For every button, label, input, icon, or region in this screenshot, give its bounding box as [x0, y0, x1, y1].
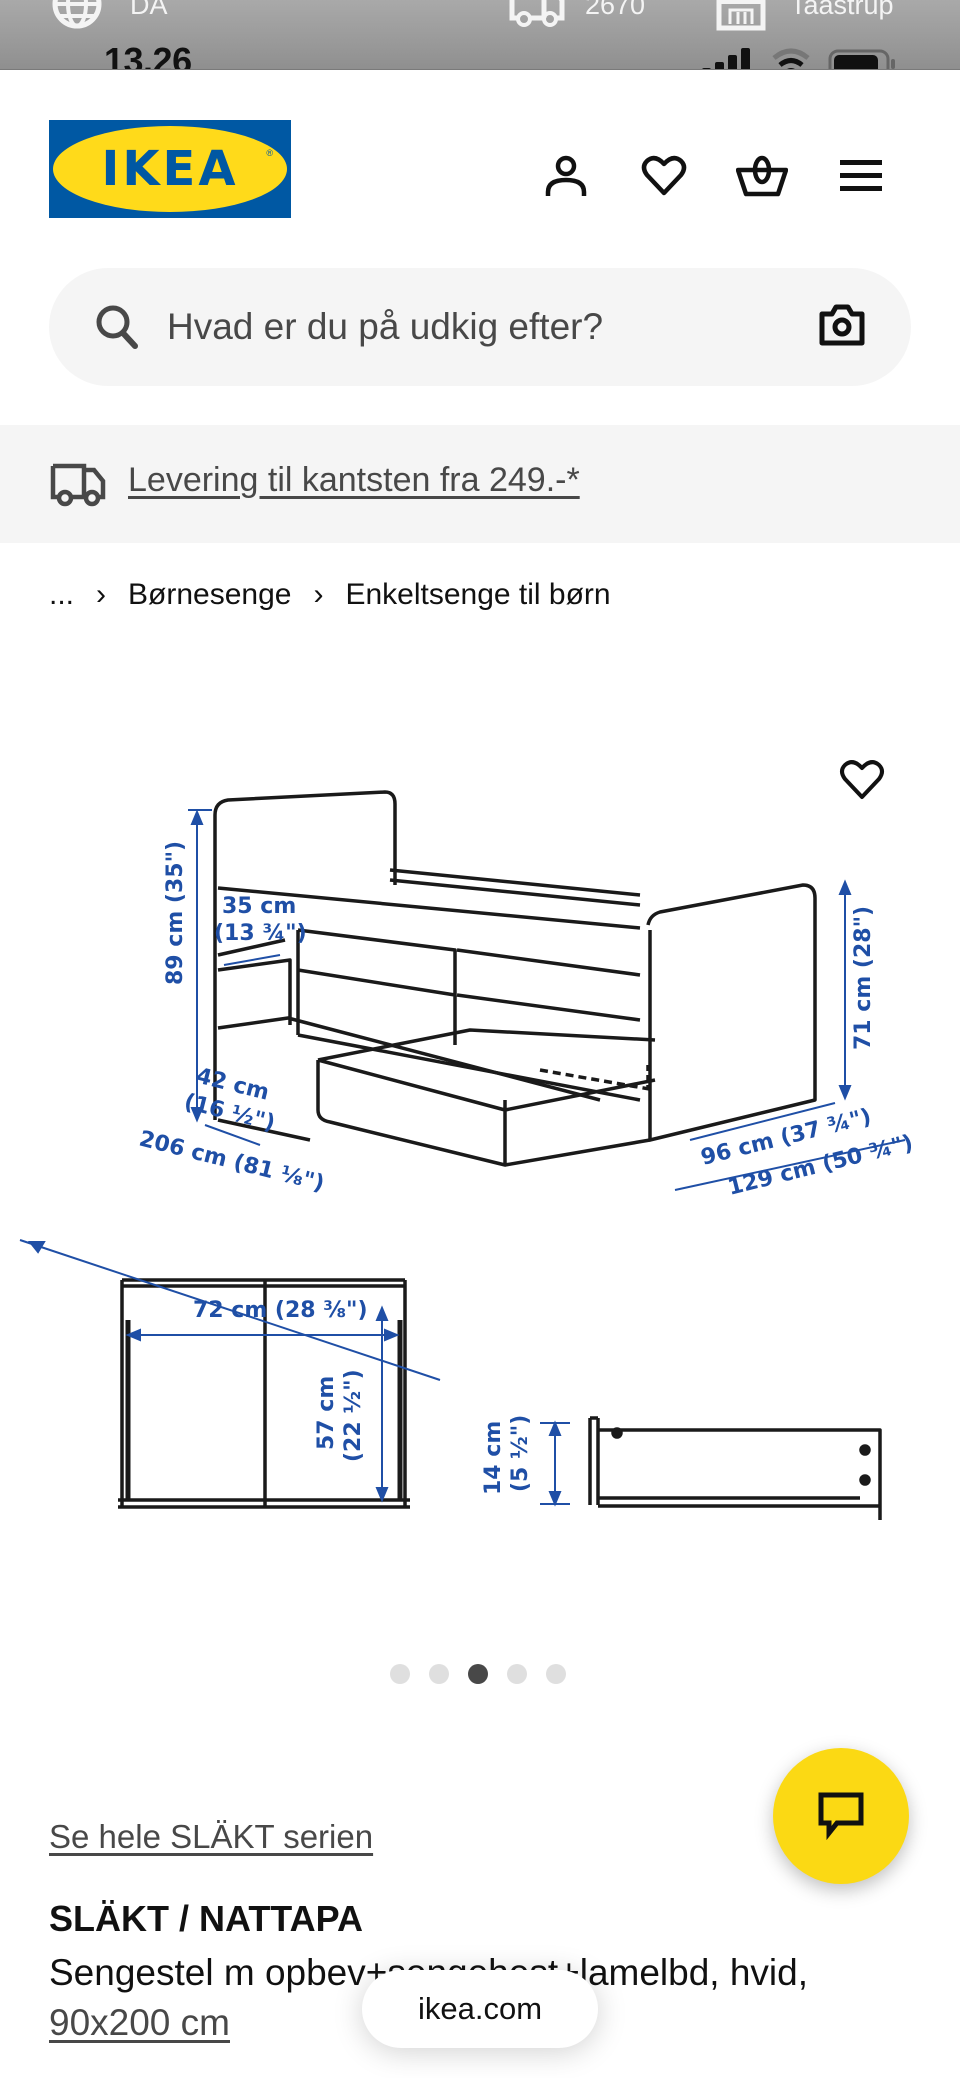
- logo-oval: [53, 126, 287, 212]
- dim-71cm: 71 cm (28"): [851, 906, 876, 1050]
- dim-14cm-in: (5 ½"): [508, 1415, 533, 1492]
- delivery-banner: Levering til kantsten fra 249.-*: [0, 425, 960, 543]
- dimension-drawing: 89 cm (35") 71 cm (28") 35 cm (13 ¾") 42…: [19, 790, 916, 1520]
- globe-icon[interactable]: [52, 0, 102, 37]
- chevron-right-icon: ›: [96, 578, 107, 611]
- store-icon[interactable]: [716, 0, 766, 37]
- camera-search-icon[interactable]: [819, 304, 865, 351]
- basket-icon[interactable]: [734, 148, 790, 204]
- wifi-icon: [772, 48, 810, 69]
- search-icon[interactable]: [95, 304, 139, 355]
- breadcrumb-item-ellipsis[interactable]: ...: [49, 578, 75, 611]
- store-name[interactable]: Taastrup: [790, 0, 894, 20]
- carousel-indicators: [390, 1664, 566, 1684]
- dim-57cm-in: (22 ½"): [341, 1369, 366, 1462]
- breadcrumb-item-enkeltsenge[interactable]: Enkeltsenge til børn: [345, 578, 611, 611]
- series-link[interactable]: Se hele SLÄKT serien: [49, 1818, 374, 1855]
- browser-url-bar[interactable]: ikea.com: [362, 1970, 598, 2048]
- chat-button[interactable]: [773, 1748, 909, 1884]
- carousel-dot[interactable]: [429, 1664, 449, 1684]
- dim-72cm: 72 cm (28 ⅜"): [193, 1298, 368, 1323]
- favourites-icon[interactable]: [636, 148, 692, 204]
- site-header: IKEA ®: [0, 70, 960, 240]
- product-name: SLÄKT / NATTAPA: [49, 1898, 363, 1939]
- favourite-product-icon[interactable]: [834, 752, 890, 808]
- dim-89cm: 89 cm (35"): [163, 841, 188, 985]
- search-input[interactable]: [167, 292, 807, 362]
- account-icon[interactable]: [538, 148, 594, 204]
- dim-35cm: 35 cm: [222, 894, 296, 919]
- breadcrumb: ... › Børnesenge › Enkeltsenge til børn: [49, 572, 611, 618]
- logo-text: IKEA: [101, 141, 239, 197]
- carousel-dot[interactable]: [390, 1664, 410, 1684]
- search-bar[interactable]: [49, 268, 911, 386]
- language-selector[interactable]: DA: [130, 0, 168, 20]
- product-image-carousel[interactable]: 89 cm (35") 71 cm (28") 35 cm (13 ¾") 42…: [0, 640, 960, 1640]
- dim-35cm-in: (13 ¾"): [214, 921, 307, 946]
- menu-icon[interactable]: [833, 148, 889, 204]
- chevron-right-icon: ›: [313, 578, 324, 611]
- carousel-dot-active[interactable]: [468, 1664, 488, 1684]
- carousel-dot[interactable]: [507, 1664, 527, 1684]
- battery-icon: [828, 49, 898, 69]
- chat-bubble-icon: [818, 1792, 864, 1841]
- carousel-dot[interactable]: [546, 1664, 566, 1684]
- dim-14cm: 14 cm: [481, 1421, 506, 1495]
- ikea-logo[interactable]: IKEA ®: [49, 120, 291, 218]
- postal-code[interactable]: 2670: [585, 0, 646, 20]
- dim-57cm: 57 cm: [314, 1376, 339, 1450]
- status-time: 13.26: [104, 40, 192, 70]
- delivery-truck-icon[interactable]: [508, 0, 566, 37]
- delivery-link[interactable]: Levering til kantsten fra 249.-*: [128, 461, 580, 499]
- breadcrumb-item-boernesenge[interactable]: Børnesenge: [128, 578, 292, 611]
- product-size-link[interactable]: 90x200 cm: [49, 2002, 230, 2043]
- signal-icon: [702, 48, 754, 69]
- registered-mark: ®: [266, 148, 273, 158]
- top-info-bar: DA 2670 Taastrup 13.26: [0, 0, 960, 70]
- delivery-truck-icon: [50, 463, 106, 512]
